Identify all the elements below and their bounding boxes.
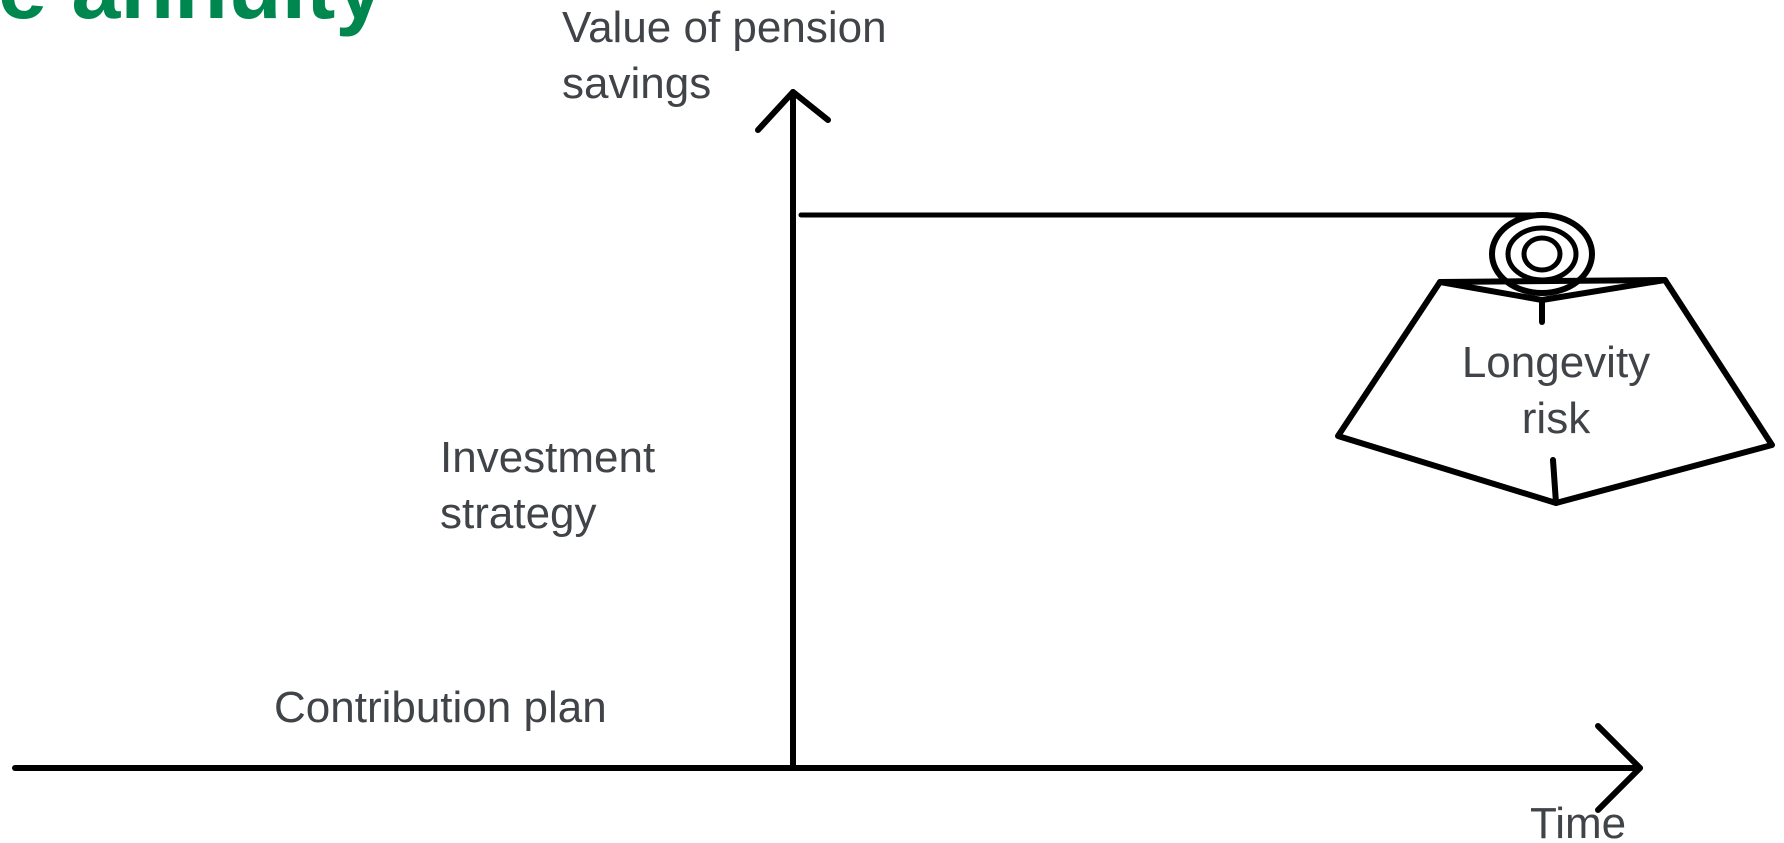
x-axis-label: Time: [1530, 799, 1627, 843]
investment-label-line-1: Investment: [440, 433, 656, 482]
investment-label-line-2: strategy: [440, 489, 597, 538]
weight-icon: [1335, 212, 1775, 506]
slide-title: e annuity: [0, 0, 384, 38]
y-axis-label-line-2: savings: [562, 59, 712, 108]
contribution-plan-label: Contribution plan: [274, 683, 607, 732]
y-axis-label-line-1: Value of pension: [562, 3, 887, 52]
investment-strategy-label: Investment strategy: [440, 430, 655, 542]
longevity-label-line-1: Longevity: [1461, 338, 1651, 387]
y-axis-arrowhead: [755, 89, 831, 133]
y-axis-label: Value of pension savings: [562, 0, 887, 112]
longevity-label-line-2: risk: [1521, 394, 1591, 443]
longevity-risk-label: Longevity risk: [1426, 335, 1686, 447]
x-axis-arrowhead: [1595, 723, 1643, 813]
